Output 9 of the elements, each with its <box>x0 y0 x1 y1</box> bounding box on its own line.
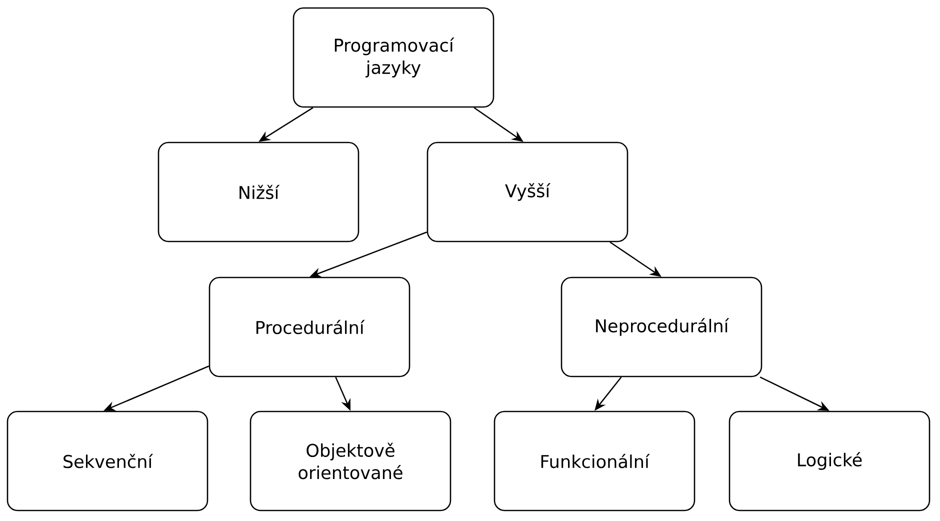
process-box: Procedurální <box>208 276 410 378</box>
process-box: Logické <box>728 410 930 512</box>
process-box: Vyšší <box>426 142 628 242</box>
process-box: Nižší <box>158 142 360 242</box>
process-box: Funkcionální <box>494 410 696 512</box>
process-box: Objektově orientované <box>250 410 452 512</box>
process-box: Sekvenční <box>6 410 208 512</box>
process-box: Programovací jazyky <box>292 7 494 108</box>
process-box: Neprocedurální <box>560 276 762 378</box>
